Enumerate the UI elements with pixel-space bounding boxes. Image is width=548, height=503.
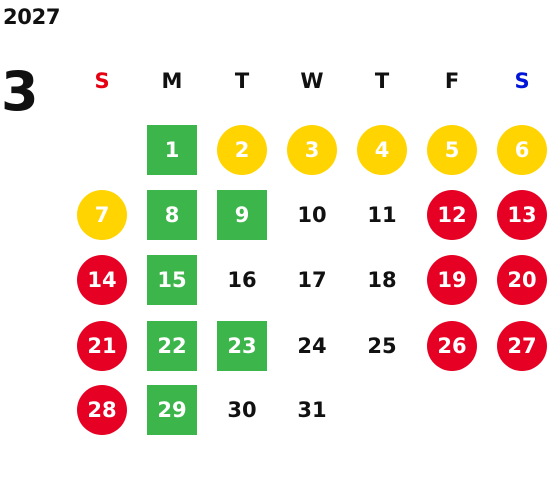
calendar-day-red: 20 (497, 255, 547, 305)
calendar-day-green: 1 (147, 125, 197, 175)
month-number: 3 (1, 60, 39, 123)
calendar-day-cell: 18 (347, 254, 417, 306)
calendar-week-row: 14 15 16 17 18 19 20 (67, 254, 548, 306)
calendar-day-cell: 14 (67, 254, 137, 306)
calendar-day-cell: 23 (207, 320, 277, 372)
calendar-day-cell: 4 (347, 124, 417, 176)
calendar-day-cell: 29 (137, 384, 207, 436)
calendar-day-cell: 26 (417, 320, 487, 372)
calendar-day-green: 15 (147, 255, 197, 305)
calendar-day-cell: 16 (207, 254, 277, 306)
calendar-day-cell: 12 (417, 189, 487, 241)
calendar-day-cell (417, 384, 487, 436)
calendar-day-cell: 11 (347, 189, 417, 241)
calendar-day-yellow: 7 (77, 190, 127, 240)
calendar-day-cell: 3 (277, 124, 347, 176)
calendar-day-yellow: 6 (497, 125, 547, 175)
calendar-day-plain: 16 (227, 268, 257, 292)
calendar-day-red: 21 (77, 321, 127, 371)
calendar-week-row: 21 22 23 24 25 26 27 (67, 320, 548, 372)
calendar-day-cell: 28 (67, 384, 137, 436)
calendar-day-cell: 31 (277, 384, 347, 436)
calendar-day-red: 13 (497, 190, 547, 240)
calendar-day-plain: 31 (297, 398, 327, 422)
calendar-day-plain: 17 (297, 268, 327, 292)
calendar-day-cell: 22 (137, 320, 207, 372)
calendar-day-cell: 13 (487, 189, 548, 241)
calendar-day-cell: 10 (277, 189, 347, 241)
calendar-day-cell: 8 (137, 189, 207, 241)
weekday-wednesday: W (300, 69, 324, 93)
calendar-day-cell: 20 (487, 254, 548, 306)
weekday-monday: M (161, 69, 183, 93)
year-label: 2027 (3, 5, 61, 29)
calendar-day-cell (347, 384, 417, 436)
calendar-day-red: 19 (427, 255, 477, 305)
calendar-day-cell: 21 (67, 320, 137, 372)
calendar-day-yellow: 2 (217, 125, 267, 175)
calendar-day-cell: 25 (347, 320, 417, 372)
weekday-header: S M T W T F S (67, 65, 548, 97)
calendar-day-cell: 27 (487, 320, 548, 372)
calendar-day-cell: 2 (207, 124, 277, 176)
calendar-day-red: 26 (427, 321, 477, 371)
calendar-day-plain: 11 (367, 203, 397, 227)
weekday-tuesday: T (234, 69, 250, 93)
calendar-day-green: 29 (147, 385, 197, 435)
calendar-day-cell: 17 (277, 254, 347, 306)
weekday-saturday: S (514, 69, 530, 93)
calendar-day-cell (487, 384, 548, 436)
calendar-day-plain: 30 (227, 398, 257, 422)
calendar-day-cell: 1 (137, 124, 207, 176)
calendar-day-plain: 25 (367, 334, 397, 358)
calendar-day-green: 23 (217, 321, 267, 371)
calendar-day-cell: 6 (487, 124, 548, 176)
calendar-day-cell: 30 (207, 384, 277, 436)
calendar-day-yellow: 3 (287, 125, 337, 175)
weekday-friday: F (444, 69, 460, 93)
calendar-day-green: 8 (147, 190, 197, 240)
calendar-day-red: 12 (427, 190, 477, 240)
calendar-day-yellow: 4 (357, 125, 407, 175)
weekday-sunday: S (94, 69, 110, 93)
calendar-day-yellow: 5 (427, 125, 477, 175)
calendar-day-red: 14 (77, 255, 127, 305)
calendar-day-plain: 24 (297, 334, 327, 358)
calendar-day-green: 22 (147, 321, 197, 371)
calendar-day-cell: 5 (417, 124, 487, 176)
calendar-day-cell: 24 (277, 320, 347, 372)
calendar-day-cell: 15 (137, 254, 207, 306)
calendar-day-red: 28 (77, 385, 127, 435)
calendar-day-cell: 7 (67, 189, 137, 241)
calendar-week-row: 28 29 30 31 (67, 384, 548, 436)
calendar-day-cell: 9 (207, 189, 277, 241)
calendar-day-green: 9 (217, 190, 267, 240)
calendar-day-plain: 10 (297, 203, 327, 227)
calendar-day-red: 27 (497, 321, 547, 371)
weekday-thursday: T (374, 69, 390, 93)
calendar-day-plain: 18 (367, 268, 397, 292)
calendar-day-cell: 19 (417, 254, 487, 306)
calendar-day-cell (67, 124, 137, 176)
